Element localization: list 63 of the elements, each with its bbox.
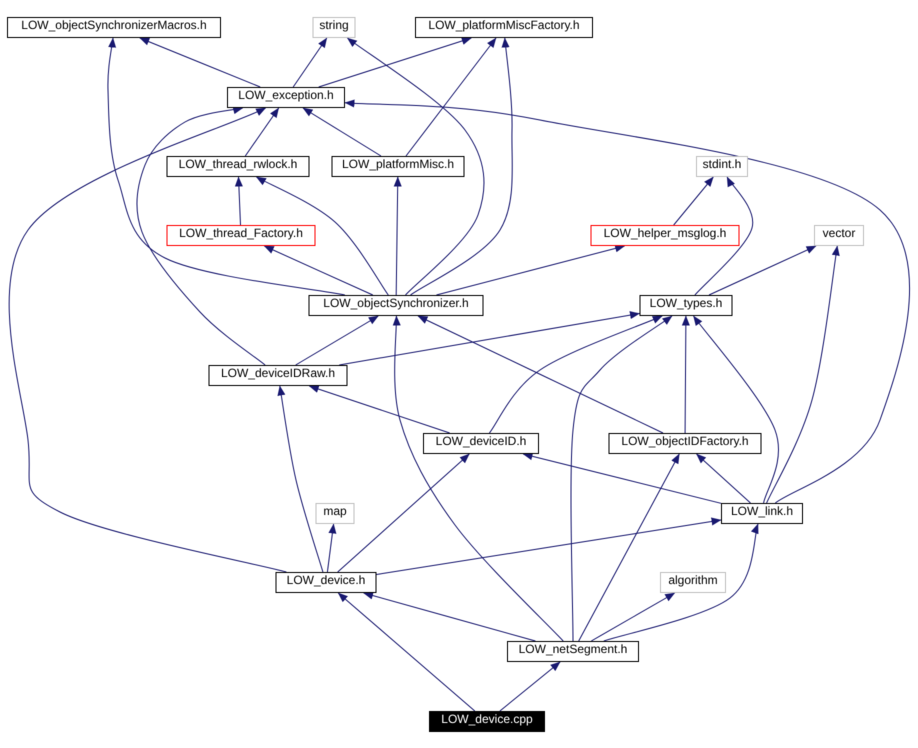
- include-arrow: [292, 38, 328, 88]
- include-arrow: [8, 108, 287, 572]
- include-arrow: [499, 662, 561, 712]
- include-arrow: [682, 316, 690, 434]
- include-arrow: [346, 38, 484, 296]
- include-arrow: [570, 316, 672, 642]
- include-arrow: [522, 452, 722, 504]
- file-box: LOW_thread_Factory.h: [166, 225, 316, 246]
- include-arrow: [256, 176, 389, 296]
- include-arrow: [603, 524, 760, 642]
- include-arrow: [338, 311, 640, 366]
- include-arrow: [488, 316, 663, 434]
- include-arrow: [136, 106, 266, 366]
- include-arrow: [264, 246, 374, 296]
- file-box: algorithm: [660, 572, 726, 593]
- include-arrow: [363, 592, 536, 642]
- file-box: LOW_helper_msglog.h: [590, 225, 740, 246]
- include-arrow: [436, 244, 626, 296]
- file-box: LOW_types.h: [640, 295, 732, 316]
- file-box: LOW_netSegment.h: [507, 641, 639, 662]
- include-arrow: [693, 316, 779, 504]
- include-arrow: [308, 385, 450, 434]
- include-arrow: [344, 99, 910, 504]
- file-box: LOW_link.h: [721, 503, 803, 524]
- file-box: LOW_objectIDFactory.h: [608, 433, 762, 454]
- include-arrow: [107, 38, 346, 296]
- file-box: vector: [814, 225, 864, 246]
- file-box: string: [312, 17, 356, 38]
- include-arrow: [394, 176, 402, 296]
- include-arrow: [406, 38, 496, 156]
- include-arrow: [696, 454, 751, 504]
- file-box: LOW_deviceIDRaw.h: [208, 365, 348, 386]
- include-arrow: [392, 316, 564, 642]
- include-arrow: [418, 316, 664, 434]
- file-box: LOW_objectSynchronizerMacros.h: [7, 17, 221, 38]
- include-arrow: [376, 518, 722, 575]
- include-arrow: [318, 37, 472, 88]
- include-arrow: [326, 524, 336, 572]
- file-box: stdint.h: [696, 156, 748, 177]
- include-arrow: [338, 592, 476, 712]
- include-arrow: [277, 386, 324, 572]
- include-arrow: [244, 108, 280, 156]
- include-arrow: [337, 454, 470, 572]
- include-arrow: [302, 108, 382, 156]
- file-box: LOW_platformMisc.h: [332, 156, 464, 177]
- include-arrow: [295, 316, 379, 366]
- include-arrow: [410, 38, 513, 296]
- include-arrow: [234, 176, 243, 226]
- file-box: LOW_device.h: [276, 572, 376, 593]
- include-arrow: [139, 38, 261, 88]
- include-arrow: [766, 246, 840, 504]
- file-box: LOW_thread_rwlock.h: [166, 156, 310, 177]
- file-box: LOW_objectSynchronizer.h: [308, 295, 484, 316]
- include-arrow: [578, 454, 680, 642]
- file-box: LOW_deviceID.h: [423, 433, 539, 454]
- file-box: map: [316, 503, 354, 524]
- include-arrow: [694, 176, 754, 296]
- file-box: LOW_device.cpp: [429, 711, 545, 732]
- include-arrow: [673, 176, 714, 226]
- include-arrow: [708, 246, 816, 296]
- include-arrow: [590, 592, 676, 642]
- file-box: LOW_exception.h: [227, 87, 345, 108]
- file-box: LOW_platformMiscFactory.h: [415, 17, 593, 38]
